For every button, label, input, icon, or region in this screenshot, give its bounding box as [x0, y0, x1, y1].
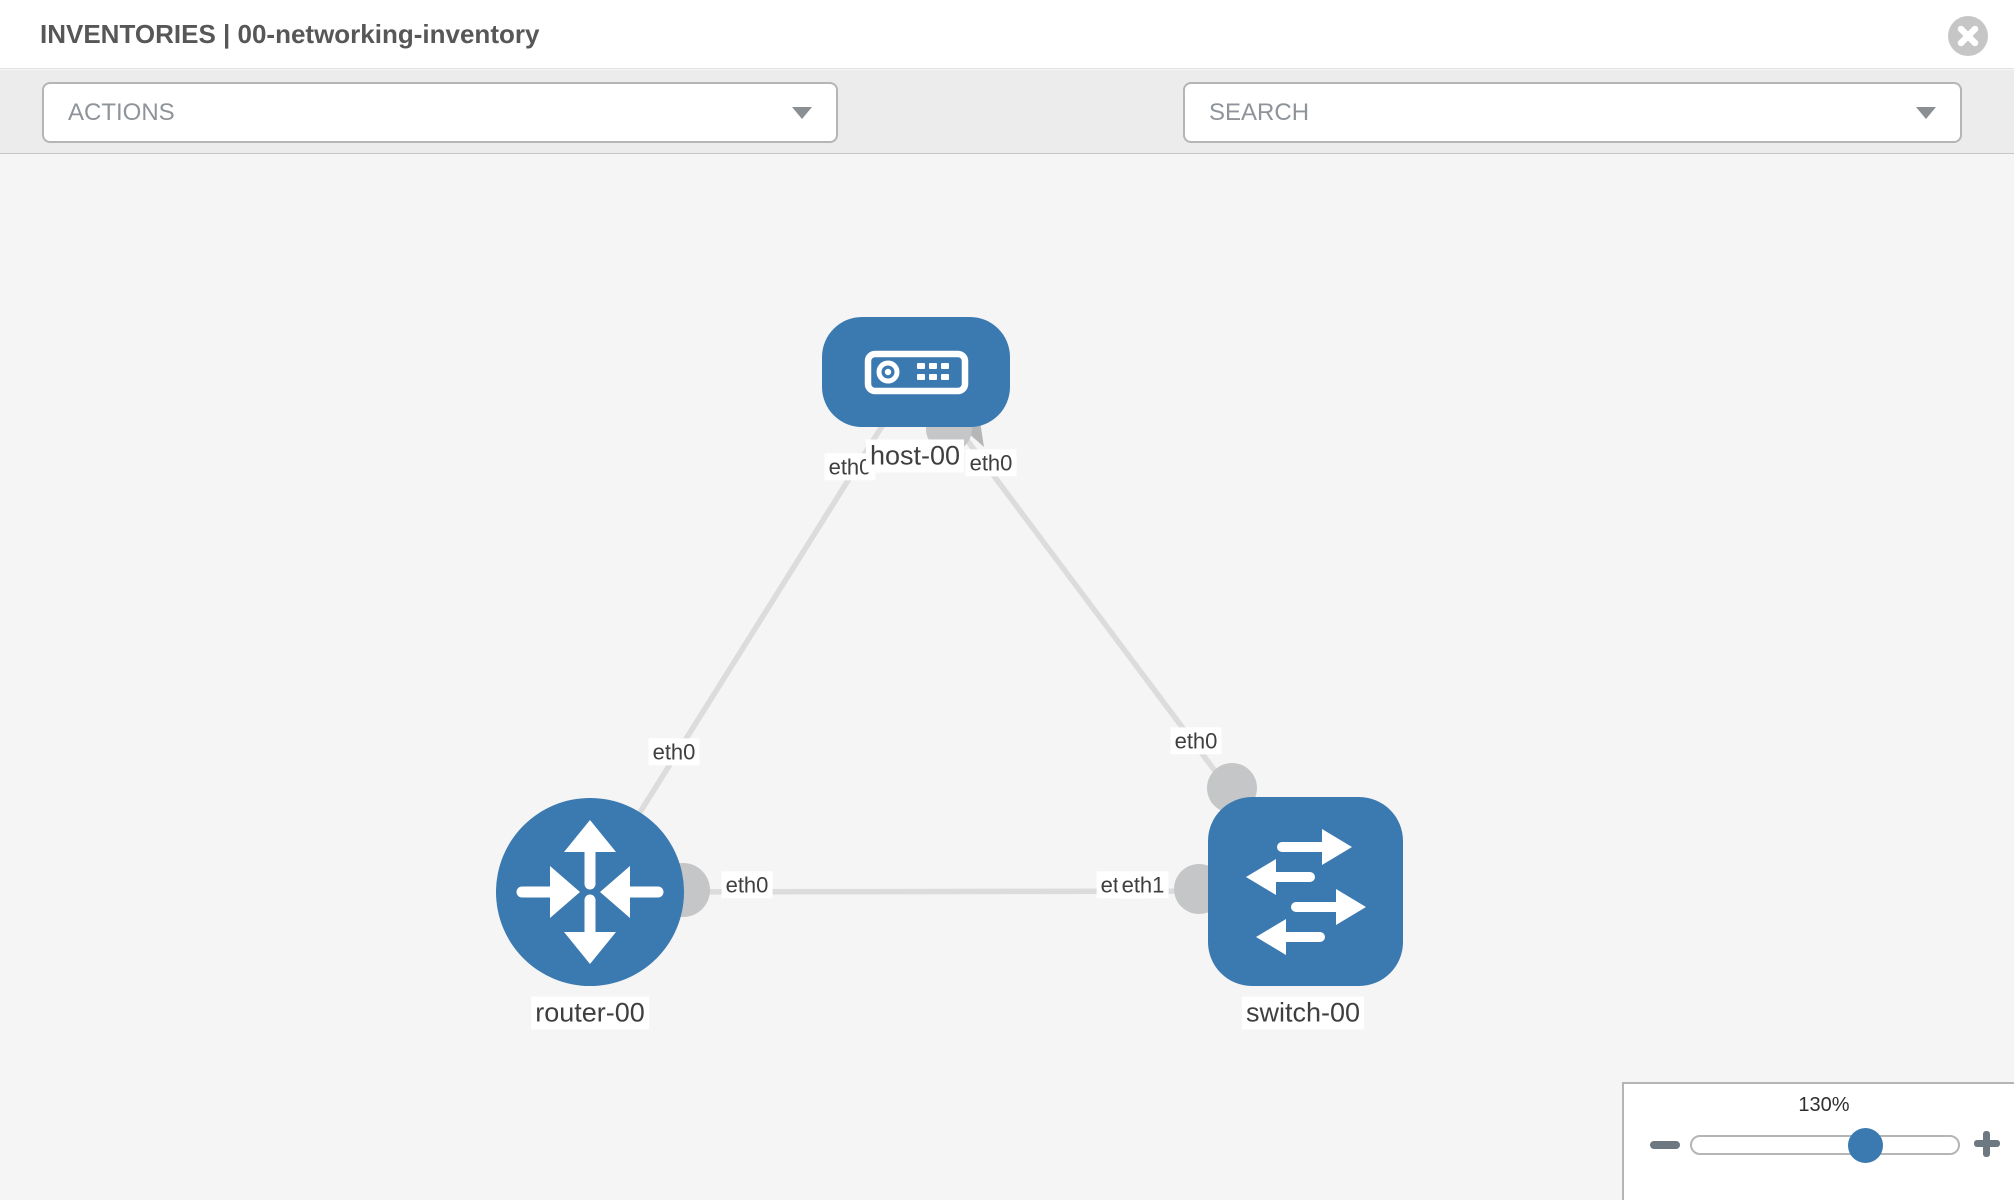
page-title: INVENTORIES | 00-networking-inventory [40, 19, 540, 49]
node-switch-00[interactable] [1208, 797, 1403, 986]
zoom-slider-handle[interactable] [1848, 1128, 1883, 1163]
router-icon [516, 820, 664, 964]
chevron-down-icon [1916, 106, 1936, 119]
node-label-switch: switch-00 [1241, 996, 1365, 1030]
iface-label: eth0 [648, 738, 700, 766]
actions-dropdown-label: ACTIONS [68, 98, 175, 126]
zoom-panel: 130% [1622, 1082, 2014, 1200]
host-icon [864, 350, 969, 395]
connectors [656, 406, 1257, 917]
chevron-down-icon [792, 106, 812, 119]
node-label-host: host-00 [865, 439, 965, 473]
header-bar: INVENTORIES | 00-networking-inventory [0, 0, 2014, 69]
iface-label: eth0 [1170, 727, 1222, 755]
actions-dropdown[interactable]: ACTIONS [42, 82, 838, 143]
zoom-slider-track[interactable] [1690, 1135, 1960, 1155]
node-router-00[interactable] [496, 798, 684, 986]
search-dropdown[interactable]: SEARCH [1183, 82, 1962, 143]
iface-label: eth1 [1117, 871, 1169, 899]
zoom-level: 130% [1798, 1094, 1850, 1116]
iface-label: eth0 [965, 449, 1017, 477]
toolbar: ACTIONS SEARCH [0, 70, 2014, 202]
plus-icon [1983, 1131, 1990, 1157]
close-button[interactable] [1948, 16, 1988, 56]
node-label-router: router-00 [531, 996, 649, 1030]
search-dropdown-label: SEARCH [1209, 98, 1310, 126]
topology-canvas[interactable]: eth0 eth0 eth0 eth0 eth0 eth0 eth1 host-… [0, 155, 2014, 1200]
switch-icon [1246, 829, 1366, 955]
zoom-out-button[interactable] [1650, 1141, 1680, 1149]
node-host-00[interactable] [822, 317, 1010, 427]
zoom-in-button[interactable] [1973, 1130, 2001, 1158]
iface-label: eth0 [721, 871, 773, 899]
close-icon [1957, 25, 1979, 47]
